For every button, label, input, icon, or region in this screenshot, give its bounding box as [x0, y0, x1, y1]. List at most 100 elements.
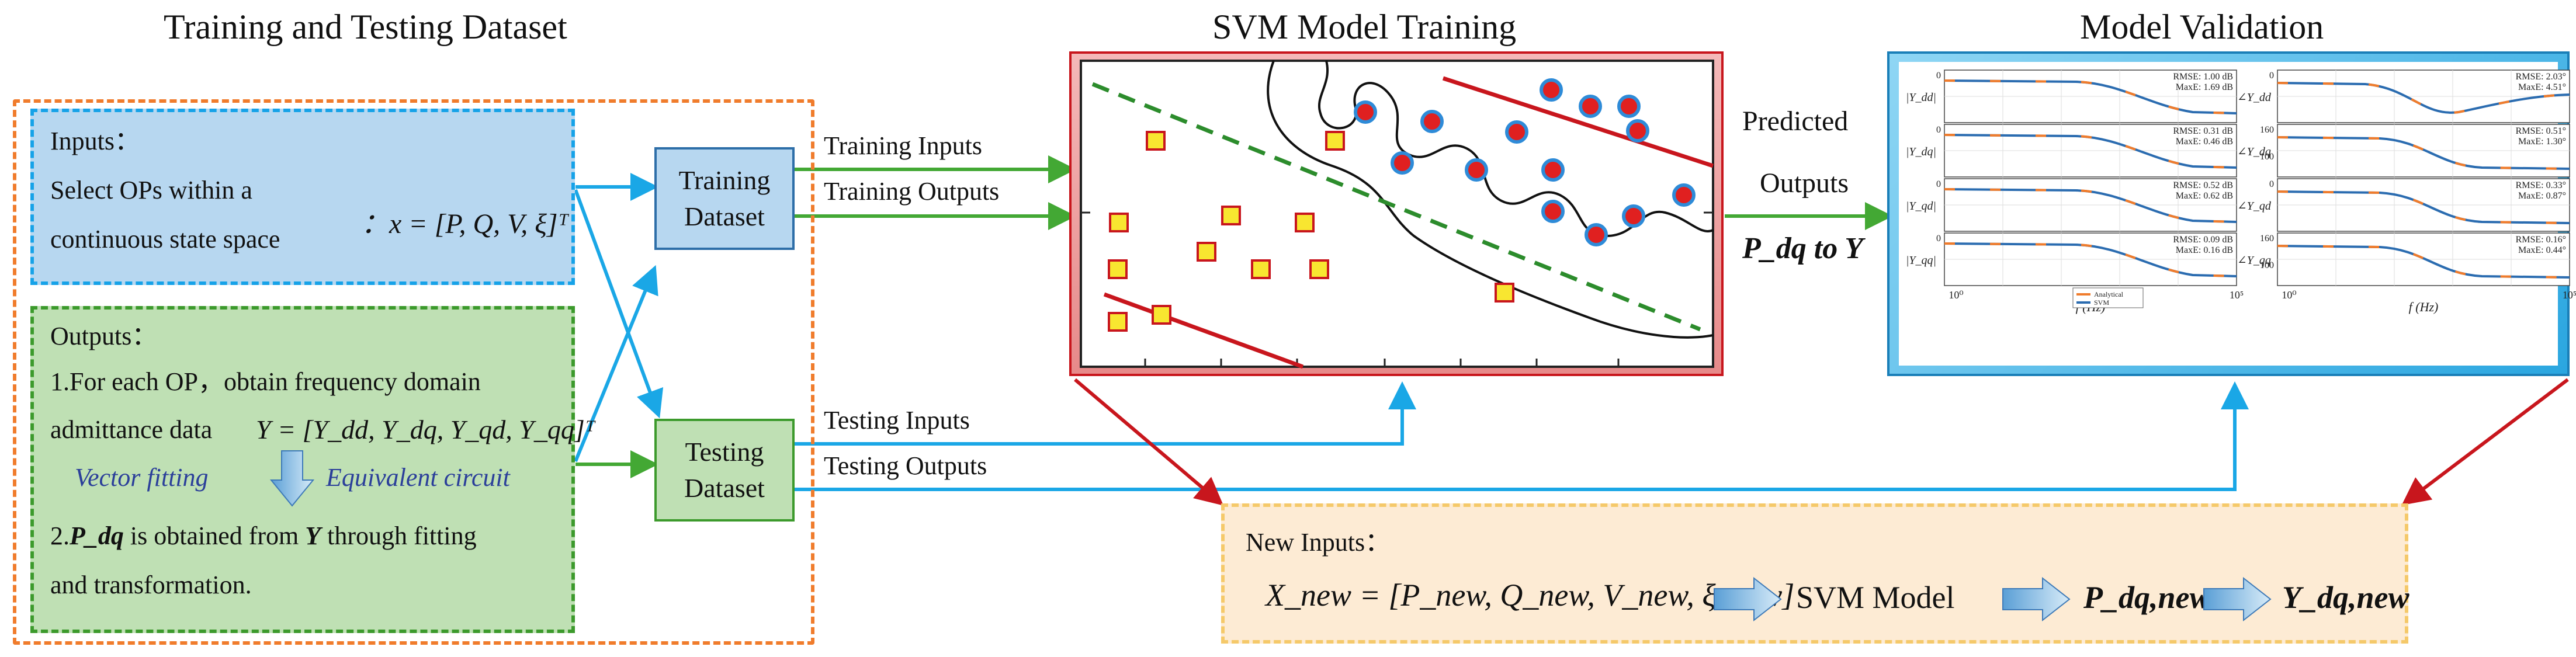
x-tick-first: 10⁰ — [1949, 289, 1963, 301]
subplot-ytick: 160 — [2260, 125, 2274, 135]
svm-curve — [2277, 190, 2570, 224]
subplot-maxe: MaxE: 1.30° — [2518, 137, 2566, 147]
line3-suffix: through fitting — [321, 522, 477, 550]
pdq-new-label: P_dq,new — [2083, 580, 2211, 615]
subplot-maxe: MaxE: 0.62 dB — [2176, 191, 2233, 201]
analytical-curve — [2277, 82, 2570, 114]
right-arrow-icon-3 — [2203, 576, 2272, 622]
training-dataset-node: Training Dataset — [654, 147, 795, 250]
line3-pdq: P_dq — [70, 522, 124, 550]
new-inputs-box: New Inputs： X_new = [P_new, Q_new, V_new… — [1221, 503, 2409, 644]
inputs-box: Inputs： Select OPs within a continuous s… — [30, 109, 575, 285]
svm-curve — [2277, 136, 2570, 170]
analytical-curve — [1944, 242, 2237, 277]
testing-dataset-node: Testing Dataset — [654, 419, 795, 522]
line3-prefix: 2. — [50, 522, 70, 550]
subplot-ylabel: ∠Y_qd — [2237, 200, 2272, 213]
subplot-ytick: 0 — [1936, 71, 1941, 81]
subplot-rmse: RMSE: 0.09 dB — [2173, 235, 2233, 245]
svm-curve — [2277, 245, 2570, 279]
subplot-ytick: 0 — [2269, 71, 2274, 81]
inputs-line2: continuous state space — [50, 225, 280, 253]
subplot-rmse: RMSE: 0.16° — [2516, 235, 2566, 245]
line3-mid: is obtained from — [123, 522, 306, 550]
subplot-rmse: RMSE: 1.00 dB — [2173, 72, 2233, 82]
training-label-1: Training — [678, 165, 771, 195]
subplot-ylabel: ∠Y_dq — [2237, 145, 2271, 158]
testing-inputs-label: Testing Inputs — [824, 406, 970, 434]
arrow-testing-outputs — [795, 381, 2249, 491]
predicted-label-1: Predicted — [1742, 106, 1849, 137]
analytical-curve — [1944, 134, 2237, 169]
x-axis-label: f (Hz) — [2409, 300, 2439, 314]
subplot-ylabel: |Y_dq| — [1906, 145, 1936, 158]
svm-margin-line — [1091, 82, 1701, 332]
subplot-maxe: MaxE: 0.46 dB — [2176, 137, 2233, 147]
class-a-points — [1108, 131, 1514, 332]
analytical-curve — [1944, 188, 2237, 223]
arrow-outputs-to-training — [574, 265, 658, 463]
analytical-curve — [1944, 79, 2237, 114]
subplot-ytick: 100 — [2260, 260, 2274, 270]
subplot-ylabel: |Y_qq| — [1906, 254, 1936, 267]
legend-svm-label: SVM — [2094, 298, 2109, 307]
training-outputs-label: Training Outputs — [824, 177, 1000, 206]
subplot-rmse: RMSE: 0.52 dB — [2173, 180, 2233, 190]
dataset-container — [13, 99, 814, 645]
inputs-formula: ：x = [P, Q, V, ξ]ᵀ — [361, 208, 569, 239]
outputs-formula: Y = [Y_dd, Y_dq, Y_qd, Y_qq]ᵀ — [256, 415, 595, 444]
class-b-points — [1354, 78, 1696, 246]
validation-title: Model Validation — [2080, 8, 2324, 46]
legend-box — [2072, 287, 2144, 308]
svm-title: SVM Model Training — [1212, 8, 1517, 46]
x-tick-last: 10⁵ — [2230, 289, 2244, 301]
dataset-title: Training and Testing Dataset — [164, 8, 567, 46]
training-label-2: Dataset — [684, 201, 765, 231]
subplot-ylabel: ∠Y_qq — [2237, 254, 2271, 267]
arrow-svm-to-new — [1074, 378, 1224, 506]
subplot-maxe: MaxE: 1.69 dB — [2176, 82, 2233, 92]
subplot-ytick: 0 — [2269, 179, 2274, 189]
outputs-line3: 2.P_dq is obtained from Y through fittin… — [50, 512, 477, 561]
outputs-line4: and transformation. — [50, 571, 252, 599]
predicted-label-2: Outputs — [1760, 168, 1849, 199]
outputs-box: Outputs： 1.For each OP，obtain frequency … — [30, 306, 595, 633]
support-line-lower — [1103, 292, 1304, 369]
new-inputs-heading: New Inputs： — [1246, 528, 1391, 557]
svm-model-label: SVM Model — [1796, 580, 1955, 615]
x-tick-last: 10⁵ — [2563, 289, 2576, 301]
testing-label-2: Dataset — [684, 473, 765, 503]
x-tick-first: 10⁰ — [2282, 289, 2296, 301]
testing-label-1: Testing — [685, 436, 764, 467]
nonlinear-boundary — [1267, 60, 1714, 339]
line3-y: Y — [305, 522, 321, 550]
subplot-rmse: RMSE: 2.03° — [2516, 72, 2566, 82]
subplot-rmse: RMSE: 0.33° — [2516, 180, 2566, 190]
outputs-line1: 1.For each OP，obtain frequency domain — [50, 367, 481, 396]
vector-fitting-label: Vector fitting — [75, 463, 209, 492]
subplot-ylabel: |Y_dd| — [1906, 91, 1936, 104]
pdq-to-y-label: P_dq to Y — [1742, 232, 1864, 265]
training-inputs-label: Training Inputs — [824, 131, 982, 160]
subplot-rmse: RMSE: 0.31 dB — [2173, 126, 2233, 136]
outputs-line2: admittance data — [50, 415, 213, 444]
ydq-new-label: Y_dq,new — [2282, 580, 2409, 615]
blob-boundary — [1318, 60, 1714, 238]
subplot-ytick: 0 — [1936, 234, 1941, 244]
right-arrow-icon-1 — [1714, 576, 1782, 622]
legend-analytical-label: Analytical — [2094, 290, 2124, 298]
subplot-ytick: 160 — [2260, 234, 2274, 244]
subplot-maxe: MaxE: 4.51° — [2518, 82, 2566, 92]
down-arrow-icon — [269, 450, 315, 507]
support-line-upper — [1442, 76, 1714, 168]
inputs-heading: Inputs： — [50, 127, 140, 155]
subplot-maxe: MaxE: 0.16 dB — [2176, 245, 2233, 255]
right-arrow-icon-2 — [2002, 576, 2071, 622]
arrow-testing-inputs — [795, 381, 1416, 446]
subplot-maxe: MaxE: 0.44° — [2518, 245, 2566, 255]
equivalent-circuit-label: Equivalent circuit — [326, 463, 510, 492]
svm-plot — [1080, 60, 1714, 369]
